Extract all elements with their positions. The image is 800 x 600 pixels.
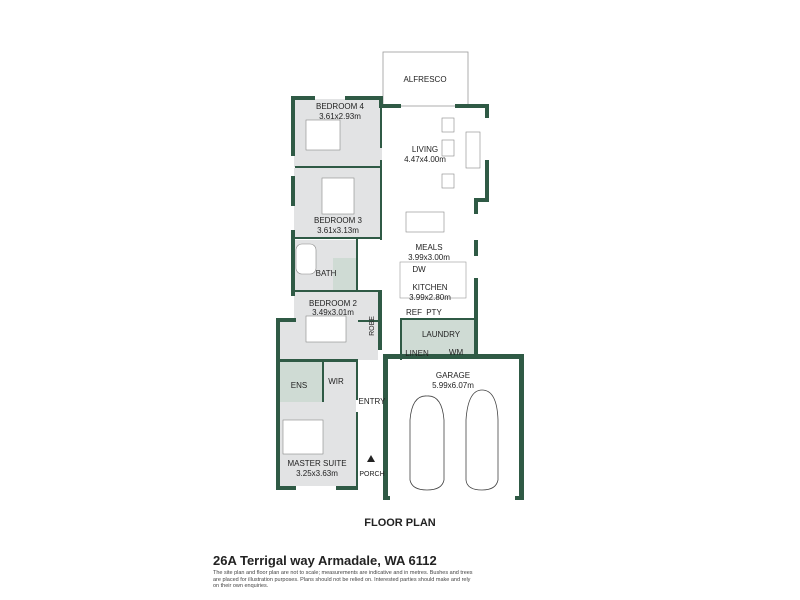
ens-room <box>280 362 322 402</box>
robe-label: ROBE <box>369 316 376 336</box>
property-address: 26A Terrigal way Armadale, WA 6112 <box>213 553 437 568</box>
alfresco-area <box>382 51 469 107</box>
master-size: 3.25x3.63m <box>296 469 338 478</box>
wir-room <box>324 362 356 402</box>
bedroom2-size: 3.49x3.01m <box>312 308 354 317</box>
bedroom4-label: BEDROOM 4 <box>316 102 365 111</box>
linen-label: LINEN <box>405 349 429 358</box>
pty-label: PTY <box>426 308 442 317</box>
garage-size: 5.99x6.07m <box>432 381 474 390</box>
ens-label: ENS <box>291 381 307 390</box>
bedroom3-size: 3.61x3.13m <box>317 226 359 235</box>
wir-label: WIR <box>328 377 344 386</box>
ref-label: REF <box>406 308 422 317</box>
bedroom2-label: BEDROOM 2 <box>309 299 358 308</box>
laundry-label: LAUNDRY <box>422 330 461 339</box>
wm-label: WM <box>449 348 464 357</box>
living-label: LIVING <box>412 145 438 154</box>
master-label: MASTER SUITE <box>287 459 346 468</box>
bath-label: BATH <box>316 269 337 278</box>
dw-label: DW <box>412 265 426 274</box>
laundry-room <box>402 320 474 356</box>
bath-wet <box>333 258 356 290</box>
bedroom3-label: BEDROOM 3 <box>314 216 363 225</box>
furniture <box>282 117 481 455</box>
alfresco-label: ALFRESCO <box>403 75 446 84</box>
bedroom4-size: 3.61x2.93m <box>319 112 361 121</box>
porch-label: PORCH <box>359 471 384 478</box>
bedroom2-ext <box>280 320 300 360</box>
meals-size: 3.99x3.00m <box>408 253 450 262</box>
entry-label: ENTRY <box>359 397 387 406</box>
kitchen-size: 3.99x2.80m <box>409 293 451 302</box>
entry-arrow-icon <box>367 455 375 462</box>
car-icons <box>409 389 499 491</box>
kitchen-bench <box>399 261 467 299</box>
garage-label: GARAGE <box>436 371 470 380</box>
disclaimer-text: The site plan and floor plan are not to … <box>213 570 473 589</box>
kitchen-label: KITCHEN <box>412 283 447 292</box>
walls <box>276 96 524 500</box>
floor-plan-heading: FLOOR PLAN <box>364 517 436 529</box>
living-size: 4.47x4.00m <box>404 155 446 164</box>
meals-label: MEALS <box>415 243 442 252</box>
